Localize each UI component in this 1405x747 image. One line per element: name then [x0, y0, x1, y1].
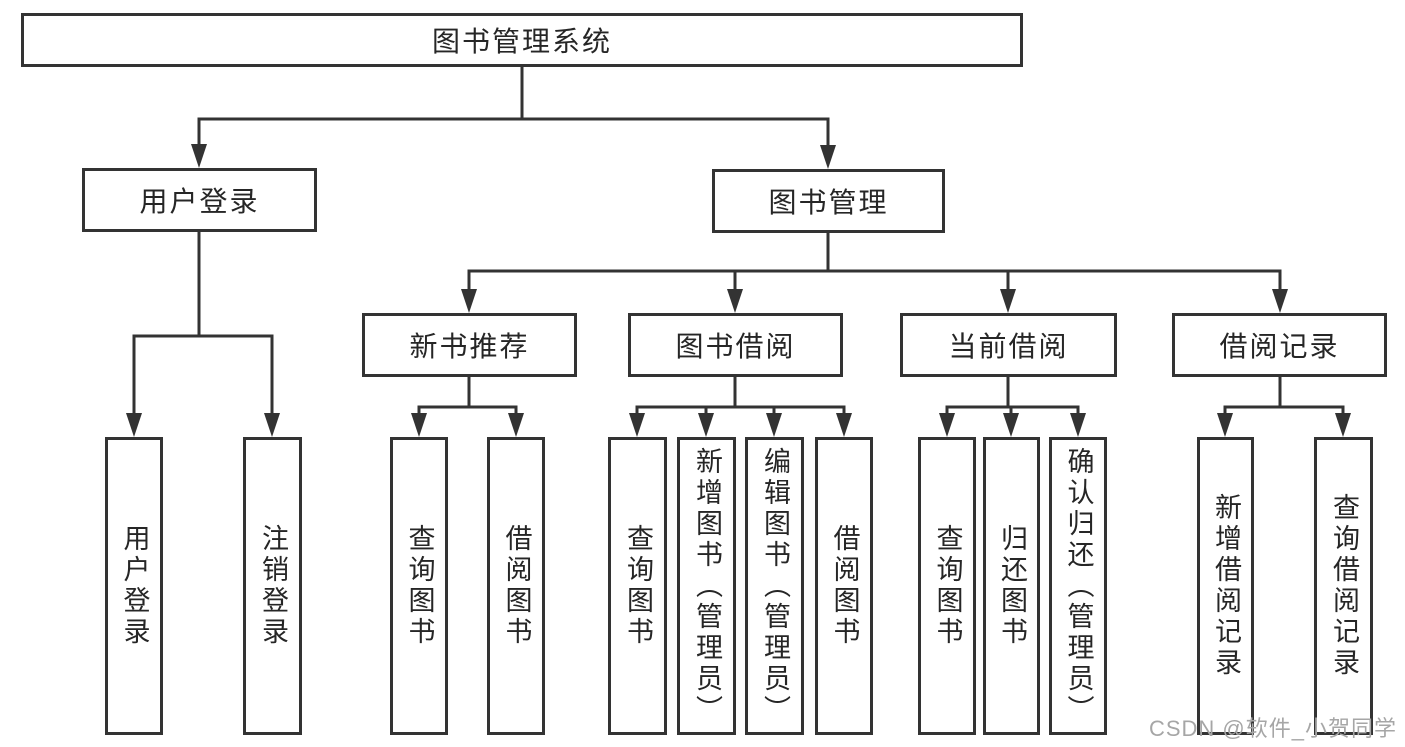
- leaf-query-book-current: 查询图书: [918, 437, 976, 735]
- leaf-borrow-book-label: 借阅图书: [829, 524, 860, 648]
- node-book-management: 图书管理: [712, 169, 945, 233]
- leaf-borrow-book: 借阅图书: [815, 437, 873, 735]
- leaf-add-borrow-record-label: 新增借阅记录: [1211, 493, 1241, 679]
- leaf-confirm-return-admin-label: 确认归还（管理员）: [1063, 446, 1094, 726]
- node-book-borrow: 图书借阅: [628, 313, 843, 377]
- node-new-book-recommend-label: 新书推荐: [409, 331, 530, 362]
- leaf-query-book-recommend-label: 查询图书: [404, 524, 435, 648]
- leaf-borrow-book-recommend-label: 借阅图书: [501, 524, 532, 648]
- leaf-user-login: 用户登录: [105, 437, 163, 735]
- leaf-confirm-return-admin: 确认归还（管理员）: [1049, 437, 1107, 735]
- node-borrow-records-label: 借阅记录: [1219, 331, 1340, 362]
- csdn-watermark: CSDN @软件_小贺同学: [1148, 716, 1397, 741]
- leaf-query-borrow-record: 查询借阅记录: [1314, 437, 1373, 735]
- node-user-login-label: 用户登录: [139, 186, 260, 217]
- leaf-query-book-borrow-label: 查询图书: [623, 524, 653, 648]
- leaf-query-book-current-label: 查询图书: [932, 524, 963, 648]
- leaf-add-book-admin: 新增图书（管理员）: [677, 437, 736, 735]
- node-new-book-recommend: 新书推荐: [362, 313, 577, 377]
- leaf-return-book: 归还图书: [983, 437, 1040, 735]
- node-borrow-records: 借阅记录: [1172, 313, 1387, 377]
- node-book-borrow-label: 图书借阅: [675, 331, 796, 362]
- leaf-add-borrow-record: 新增借阅记录: [1197, 437, 1254, 735]
- leaf-return-book-label: 归还图书: [997, 524, 1027, 648]
- leaf-query-book-borrow: 查询图书: [608, 437, 667, 735]
- leaf-borrow-book-recommend: 借阅图书: [487, 437, 545, 735]
- leaf-logout-label: 注销登录: [258, 524, 288, 648]
- node-root: 图书管理系统: [21, 13, 1023, 67]
- node-current-borrow-label: 当前借阅: [948, 331, 1069, 362]
- leaf-query-borrow-record-label: 查询借阅记录: [1329, 493, 1359, 679]
- node-current-borrow: 当前借阅: [900, 313, 1117, 377]
- node-root-label: 图书管理系统: [431, 26, 612, 57]
- leaf-edit-book-admin: 编辑图书（管理员）: [745, 437, 804, 735]
- node-user-login: 用户登录: [82, 168, 317, 232]
- arrowheads: [126, 144, 1351, 437]
- leaf-edit-book-admin-label: 编辑图书（管理员）: [760, 446, 790, 726]
- leaf-logout: 注销登录: [243, 437, 302, 735]
- leaf-query-book-recommend: 查询图书: [390, 437, 448, 735]
- leaf-user-login-label: 用户登录: [119, 524, 150, 648]
- node-book-management-label: 图书管理: [768, 187, 889, 218]
- leaf-add-book-admin-label: 新增图书（管理员）: [692, 446, 722, 726]
